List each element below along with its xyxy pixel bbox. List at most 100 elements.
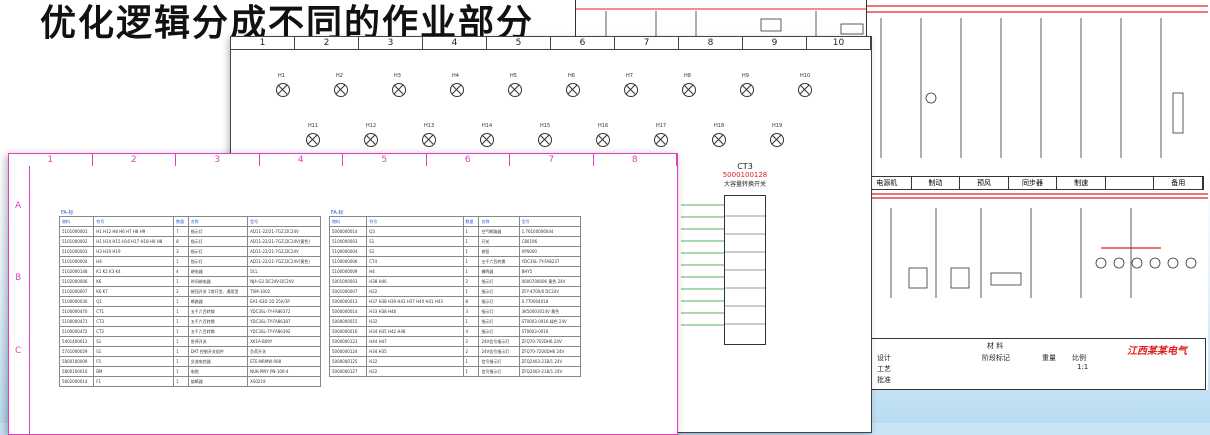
column-number: 10 — [807, 37, 871, 49]
table-cell: 负荷开关 — [247, 346, 321, 357]
indicator-lamp-icon — [364, 133, 378, 147]
table-cell: 五千六百转换 — [478, 256, 520, 267]
lamp-label: H16 — [598, 123, 609, 129]
table-cell: AD11-22/21-7GZ,DC24V — [247, 226, 321, 237]
column-number: 2 — [295, 37, 359, 49]
table-cell: C80196 — [518, 236, 582, 247]
table-cell: S1 — [366, 246, 464, 257]
table-cell: 1 — [462, 246, 480, 257]
indicator-lamp-icon — [624, 83, 638, 97]
column-header: 型号 — [518, 216, 582, 227]
table-cell: EA1-63D 1D 25A/3P — [247, 296, 321, 307]
table-cell: 空气断路器 — [478, 226, 520, 237]
table-header-row: 物料符号数量名称型号 — [328, 216, 582, 227]
table-cell: 1 — [173, 356, 189, 367]
table-cell: 5100000009 — [328, 266, 368, 277]
tb-cell: 阶段标记 — [982, 354, 1010, 362]
table-cell: 指示灯 — [187, 236, 249, 247]
table-cell: H4 — [366, 266, 464, 277]
table-cell: 1 — [173, 256, 189, 267]
column-header: 物料 — [328, 216, 368, 227]
table-cell: 1 — [173, 336, 189, 347]
table-cell: H34 H35 — [366, 346, 464, 357]
table-cell: 交流电控器 — [187, 356, 249, 367]
table-header-row: 物料符号数量名称型号 — [58, 216, 321, 227]
indicator-lamp-icon — [480, 133, 494, 147]
table-cell: 4 — [173, 266, 189, 277]
table-cell: DAT 控制开关组件 — [187, 346, 249, 357]
table-cell: YDC3SL-7Y-FA86387 — [247, 316, 321, 327]
indicator-lamp-icon — [450, 83, 464, 97]
column-number: 1 — [9, 154, 93, 166]
indicator-lamp-icon — [654, 133, 668, 147]
indicator-lamp-icon — [770, 133, 784, 147]
lamp-label: H19 — [772, 123, 783, 129]
table-cell: CT1 — [93, 306, 175, 317]
header-cell: 电源机 — [863, 177, 912, 189]
table-cell: 1 — [462, 356, 480, 367]
table-cell: 5001000007 — [328, 286, 368, 297]
table-cell: H3 H10 H19 — [93, 246, 175, 257]
table-cell: NUK-PINY PN-100-4 — [247, 366, 321, 377]
ct3-wiring — [681, 204, 724, 326]
table-cell: 5102000006 — [58, 276, 95, 287]
indicator-lamp-icon — [392, 83, 406, 97]
table-cell: 指示灯 — [187, 226, 249, 237]
table-cell: 5100000470 — [58, 306, 95, 317]
tb-cell: 比例 — [1072, 354, 1086, 362]
column-header: 名称 — [478, 216, 520, 227]
table-cell: 5800100009 — [58, 356, 95, 367]
table-cell: 五千六百转换 — [187, 306, 249, 317]
table-cell: 5001000003 — [328, 276, 368, 287]
table-cell: S1 — [366, 236, 464, 247]
header-cell: 预风 — [960, 177, 1009, 189]
table-cell: F1 — [93, 376, 175, 387]
column-number: 3 — [176, 154, 260, 166]
schematic-sheet-far-right — [860, 0, 1208, 390]
table-cell: F5 — [93, 356, 175, 367]
lamp-label: H4 — [452, 73, 459, 79]
table-cell: 信号指示灯 — [478, 356, 520, 367]
column-header: 数量 — [462, 216, 480, 227]
lamp-label: H12 — [366, 123, 377, 129]
table-cell: 5101000002 — [58, 236, 95, 247]
column-number: 9 — [743, 37, 807, 49]
table-cell: 1 — [462, 316, 480, 327]
table-cell: 5000000127 — [328, 366, 368, 377]
table-cell: 1 — [173, 346, 189, 357]
column-number: 4 — [260, 154, 343, 166]
title-block: 材 料 江西某某电气 阶段标记 重量 比例 1:1 设计 工艺 批准 — [866, 338, 1206, 390]
tb-cell: 1:1 — [1077, 363, 1089, 371]
lamp-label: H8 — [684, 73, 691, 79]
table-cell: 指示灯 — [187, 246, 249, 257]
table-cell: 3K50003014V 黄色 — [518, 306, 582, 317]
lamp-label: H18 — [714, 123, 725, 129]
column-number: 4 — [423, 37, 487, 49]
sheet-function-header: 电源机 制动 预风 同步器 制速 备用 — [862, 176, 1204, 190]
tb-cell: 批准 — [877, 376, 891, 384]
indicator-lamp-icon — [306, 133, 320, 147]
left-table-caption: FA-标 — [61, 210, 74, 216]
table-cell: ZFQ2403-21B/1 24V — [518, 366, 582, 377]
column-header: 型号 — [247, 216, 321, 227]
table-cell: S1 — [93, 346, 175, 357]
table-cell: AD11-22/21-7GZ,DC24V(黄色) — [247, 256, 321, 267]
table-cell: ZFQ2403-21B/1 24V — [518, 356, 582, 367]
schematic-far-drawing — [861, 5, 1208, 298]
table-cell: 5000000013 — [328, 296, 368, 307]
table-cell: H44 H47 — [366, 336, 464, 347]
tb-cell: 重量 — [1042, 354, 1056, 362]
table-cell: 1 — [173, 296, 189, 307]
table-cell: H22 — [366, 286, 464, 297]
table-cell: 5000000016 — [328, 326, 368, 337]
